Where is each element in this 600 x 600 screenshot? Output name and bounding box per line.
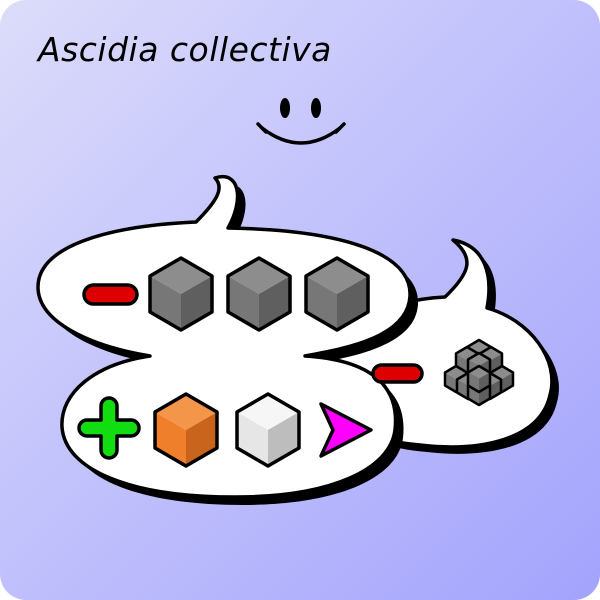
gray-cube-icon bbox=[226, 256, 292, 332]
plus-icon bbox=[77, 396, 141, 460]
gray-cube-icon bbox=[304, 256, 370, 332]
white-cube-icon bbox=[235, 392, 301, 468]
gray-cube-icon bbox=[148, 256, 214, 332]
minus-icon bbox=[82, 283, 139, 306]
orange-cube-icon bbox=[153, 392, 219, 468]
smiley-face-icon bbox=[256, 98, 346, 145]
magenta-arrow-icon bbox=[319, 402, 373, 458]
minus-icon bbox=[371, 363, 424, 384]
card-title: Ascidia collectiva bbox=[38, 30, 332, 69]
